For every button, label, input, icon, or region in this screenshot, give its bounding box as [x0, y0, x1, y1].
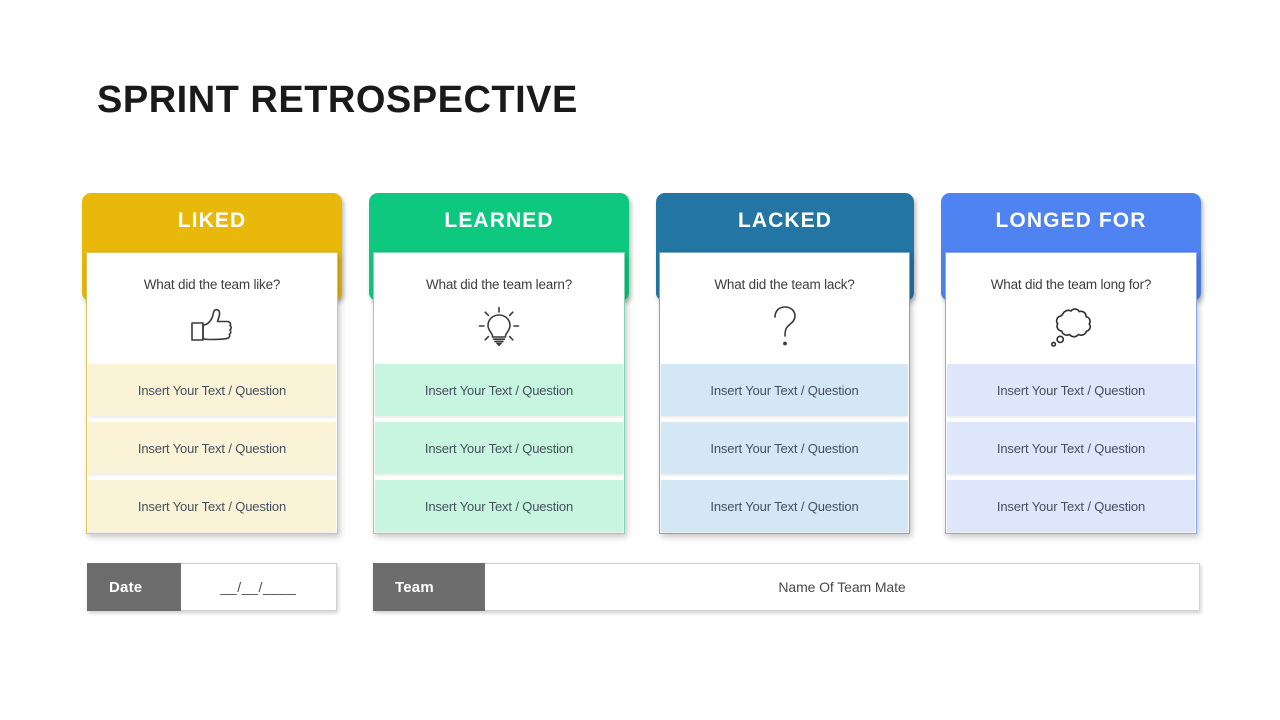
row-item[interactable]: Insert Your Text / Question	[88, 364, 336, 416]
date-bar: Date __/__/____	[87, 563, 337, 611]
row-item[interactable]: Insert Your Text / Question	[375, 480, 623, 532]
column-rows: Insert Your Text / Question Insert Your …	[87, 364, 337, 533]
column-card-longed-for: What did the team long for? Insert Your …	[945, 252, 1197, 534]
column-question: What did the team like?	[143, 277, 281, 292]
row-item[interactable]: Insert Your Text / Question	[947, 364, 1195, 416]
column-title: LEARNED	[444, 209, 554, 232]
row-item[interactable]: Insert Your Text / Question	[947, 422, 1195, 474]
team-input[interactable]: Name Of Team Mate	[485, 563, 1200, 611]
thumbs-up-icon	[87, 296, 337, 358]
column-rows: Insert Your Text / Question Insert Your …	[660, 364, 909, 533]
team-label: Team	[373, 563, 485, 611]
question-mark-icon	[660, 296, 909, 358]
team-bar: Team Name Of Team Mate	[373, 563, 1200, 611]
row-item[interactable]: Insert Your Text / Question	[88, 480, 336, 532]
column-rows: Insert Your Text / Question Insert Your …	[374, 364, 624, 533]
column-title: LONGED FOR	[995, 209, 1147, 232]
column-title: LIKED	[177, 209, 247, 232]
column-rows: Insert Your Text / Question Insert Your …	[946, 364, 1196, 533]
date-input[interactable]: __/__/____	[181, 563, 337, 611]
column-card-learned: What did the team learn? Insert	[373, 252, 625, 534]
row-item[interactable]: Insert Your Text / Question	[661, 480, 908, 532]
column-title: LACKED	[737, 209, 833, 232]
date-label: Date	[87, 563, 181, 611]
row-item[interactable]: Insert Your Text / Question	[661, 422, 908, 474]
column-question: What did the team learn?	[425, 277, 573, 292]
row-item[interactable]: Insert Your Text / Question	[375, 364, 623, 416]
column-card-lacked: What did the team lack? Insert Your Text…	[659, 252, 910, 534]
lightbulb-icon	[374, 296, 624, 358]
row-item[interactable]: Insert Your Text / Question	[947, 480, 1195, 532]
column-card-liked: What did the team like? Insert Your Text…	[86, 252, 338, 534]
row-item[interactable]: Insert Your Text / Question	[661, 364, 908, 416]
column-question: What did the team lack?	[714, 277, 855, 292]
column-question: What did the team long for?	[990, 277, 1152, 292]
row-item[interactable]: Insert Your Text / Question	[375, 422, 623, 474]
thought-cloud-icon	[946, 296, 1196, 358]
row-item[interactable]: Insert Your Text / Question	[88, 422, 336, 474]
page-title: SPRINT RETROSPECTIVE	[97, 79, 578, 121]
